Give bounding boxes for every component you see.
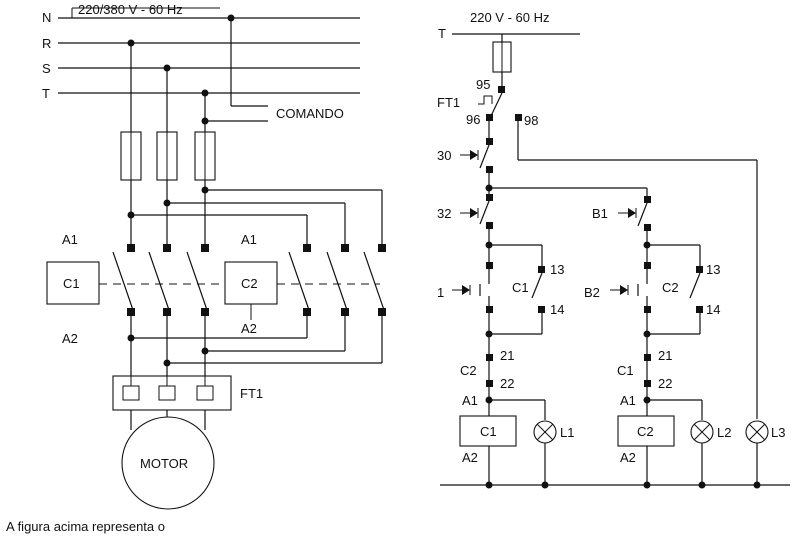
- control-coil-c1: [459, 415, 517, 447]
- motor-label: MOTOR: [140, 456, 188, 471]
- c1-a1-label: A1: [62, 232, 78, 247]
- b2-seal-14: 14: [706, 302, 720, 317]
- control-coil-c1-label: C1: [480, 424, 497, 439]
- b1-a2-label: A2: [462, 450, 478, 465]
- overload-label: FT1: [240, 386, 263, 401]
- lamp-l1-label: L1: [560, 425, 574, 440]
- lamp-l3-label: L3: [771, 425, 785, 440]
- b2-inter-22: 22: [658, 376, 672, 391]
- b2-inter-21: 21: [658, 348, 672, 363]
- motor: [121, 416, 215, 510]
- b2-seal-label: C2: [662, 280, 679, 295]
- b2-inter-label: C1: [617, 363, 634, 378]
- b1-a1-label: A1: [462, 393, 478, 408]
- b1-inter-22: 22: [500, 376, 514, 391]
- c2-a1-label: A1: [241, 232, 257, 247]
- ft1-95-label: 95: [476, 77, 490, 92]
- b1-label: B1: [592, 206, 608, 221]
- b1-inter-label: C2: [460, 363, 477, 378]
- power-circuit: N R S T 220/380 V - 60 Hz COMANDO: [42, 2, 386, 510]
- control-phase-label: T: [438, 26, 446, 41]
- b1-seal-label: C1: [512, 280, 529, 295]
- b2-a1-label: A1: [620, 393, 636, 408]
- ft1-96-label: 96: [466, 112, 480, 127]
- b1-seal-13: 13: [550, 262, 564, 277]
- phase-t-label: T: [42, 86, 50, 101]
- control-coil-c2: [617, 415, 675, 447]
- ft1-98-label: 98: [524, 113, 538, 128]
- control-coil-c2-label: C2: [637, 424, 654, 439]
- b1-left-label: 1: [437, 285, 444, 300]
- ft1-label: FT1: [437, 95, 460, 110]
- phase-n-label: N: [42, 10, 51, 25]
- b2-label: B2: [584, 285, 600, 300]
- c1-coil-label: C1: [63, 276, 80, 291]
- power-supply-label: 220/380 V - 60 Hz: [78, 2, 183, 17]
- b0-label: 30: [437, 148, 451, 163]
- c1-a2-label: A2: [62, 331, 78, 346]
- b1-inter-21: 21: [500, 348, 514, 363]
- c2-coil-label: C2: [241, 276, 258, 291]
- control-supply-label: 220 V - 60 Hz: [470, 10, 550, 25]
- phase-s-label: S: [42, 61, 51, 76]
- c2-a2-label: A2: [241, 321, 257, 336]
- c2-coil: [224, 261, 278, 305]
- control-circuit: 220 V - 60 Hz T 95 FT1 96 98 30: [437, 10, 790, 489]
- b1-seal-14: 14: [550, 302, 564, 317]
- lamp-l2-label: L2: [717, 425, 731, 440]
- phase-r-label: R: [42, 36, 51, 51]
- b2-a2-label: A2: [620, 450, 636, 465]
- b2-left-label: 32: [437, 206, 451, 221]
- c1-coil: [46, 261, 100, 305]
- overload-relay: [112, 375, 232, 411]
- comando-label: COMANDO: [276, 106, 344, 121]
- b2-seal-13: 13: [706, 262, 720, 277]
- caption: A figura acima representa o: [6, 519, 165, 534]
